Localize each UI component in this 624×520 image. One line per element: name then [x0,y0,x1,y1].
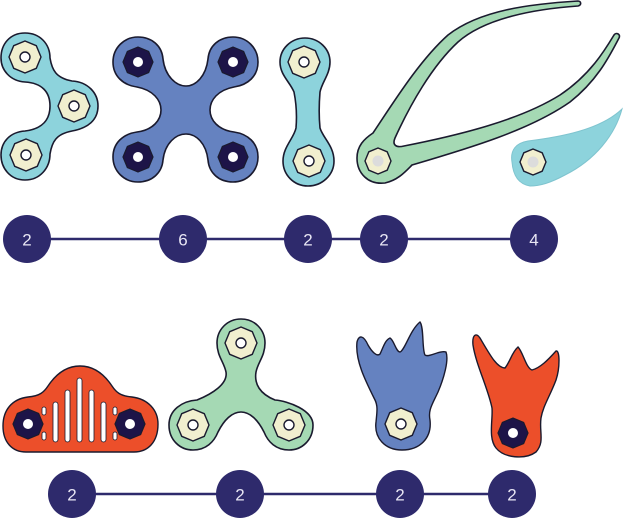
pivot-hole [122,141,154,173]
pivot-hole [497,417,529,449]
node-label: 2 [303,231,312,250]
cyan-blade-link [511,107,623,187]
pivot-hole [224,326,258,360]
blue-x-link [112,36,259,183]
graph-node: 2 [360,215,408,263]
graph-node: 2 [216,470,264,518]
graph-node: 2 [284,215,332,263]
cyan-three-lobe-link [0,32,99,181]
green-wishbone-link [356,0,621,184]
pivot-hole [292,144,326,178]
bottom-graph: 2 2 2 2 [48,470,536,518]
graph-node: 2 [48,470,96,518]
pivot-hole [364,147,392,175]
node-label: 4 [529,231,538,250]
node-label: 2 [235,486,244,505]
node-label: 2 [22,231,31,250]
node-label: 2 [507,486,516,505]
pivot-hole [122,46,154,78]
grille-slot [88,389,95,443]
node-label: 2 [395,486,404,505]
pivot-hole [287,45,321,79]
pivot-hole [8,40,42,74]
graph-node: 4 [510,215,558,263]
graph-node: 2 [376,470,424,518]
node-label: 6 [178,231,187,250]
grille-slot [64,389,71,443]
grille-dot [112,431,118,441]
pivot-hole [519,148,547,176]
grille-slot [52,401,59,443]
grille-dot [41,431,47,441]
pivot-hole [12,408,44,440]
pivot-hole [9,138,43,172]
blue-flame-link [356,321,448,451]
red-grille-link [2,365,159,453]
graph-node: 6 [159,215,207,263]
pivot-hole [114,408,146,440]
pivot-hole [57,89,91,123]
pivot-hole [272,408,306,442]
pivot-hole [217,141,249,173]
grille-dot [112,406,118,416]
graph-node: 2 [3,215,51,263]
grille-slot [76,377,83,443]
pivot-hole [217,46,249,78]
pivot-hole [176,408,210,442]
pivot-hole [384,407,418,441]
top-graph: 2 6 2 2 4 [3,215,558,263]
grille-dot [41,406,47,416]
cyan-dogbone-link [279,37,335,187]
node-label: 2 [67,486,76,505]
green-three-lobe-link [168,318,314,451]
graph-node: 2 [488,470,536,518]
red-flame-link [472,334,560,458]
node-label: 2 [379,231,388,250]
grille-slot [100,401,107,443]
